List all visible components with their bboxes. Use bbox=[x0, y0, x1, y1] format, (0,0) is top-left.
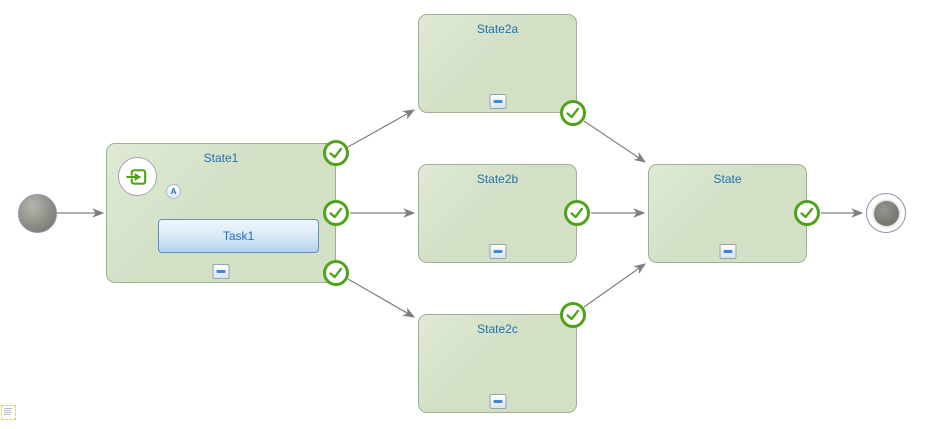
edge-state2c-to-state[interactable] bbox=[583, 263, 646, 308]
state1-collapse-button[interactable] bbox=[212, 264, 230, 279]
entry-arrow-icon bbox=[126, 169, 147, 185]
check-icon bbox=[800, 207, 814, 219]
annotation-note-icon[interactable] bbox=[1, 405, 16, 420]
edge-state1-to-state2a[interactable] bbox=[347, 109, 416, 148]
state2c-collapse-button[interactable] bbox=[489, 394, 506, 409]
check-state1-top[interactable] bbox=[323, 140, 349, 166]
note-line bbox=[4, 412, 12, 413]
check-icon bbox=[329, 267, 343, 279]
end-node-inner-circle bbox=[873, 200, 899, 226]
state2b-collapse-button[interactable] bbox=[489, 244, 506, 259]
end-node[interactable] bbox=[866, 193, 906, 233]
start-node[interactable] bbox=[18, 194, 57, 233]
task1-label: Task1 bbox=[222, 229, 255, 243]
edge-state2a-to-state[interactable] bbox=[583, 120, 646, 163]
state2a-collapse-button[interactable] bbox=[489, 94, 506, 109]
minus-icon bbox=[493, 400, 502, 403]
state-final-title: State bbox=[713, 172, 742, 186]
check-state2a[interactable] bbox=[560, 100, 586, 126]
entry-point-node[interactable] bbox=[118, 157, 157, 196]
state-node-state2c[interactable]: State2c bbox=[418, 314, 577, 413]
transition-a-badge[interactable]: A bbox=[166, 184, 181, 199]
transition-a-label: A bbox=[170, 187, 177, 196]
state2b-title: State2b bbox=[476, 172, 519, 186]
check-icon bbox=[566, 309, 580, 321]
task1-node[interactable]: Task1 bbox=[158, 219, 319, 253]
minus-icon bbox=[216, 270, 226, 273]
state-node-state2a[interactable]: State2a bbox=[418, 14, 577, 113]
note-line bbox=[4, 414, 10, 415]
state2a-title: State2a bbox=[476, 22, 519, 36]
minus-icon bbox=[493, 100, 502, 103]
check-state1-bottom[interactable] bbox=[323, 260, 349, 286]
edge-state2a-exit[interactable] bbox=[347, 278, 416, 318]
check-state2b[interactable] bbox=[564, 200, 590, 226]
state1-title: State1 bbox=[203, 151, 239, 165]
state-node-state2b[interactable]: State2b bbox=[418, 164, 577, 263]
note-line bbox=[4, 408, 12, 409]
check-icon bbox=[329, 207, 343, 219]
check-state-final[interactable] bbox=[794, 200, 820, 226]
check-icon bbox=[566, 107, 580, 119]
check-icon bbox=[570, 207, 584, 219]
state2c-title: State2c bbox=[477, 322, 518, 336]
minus-icon bbox=[493, 250, 502, 253]
note-line bbox=[4, 410, 11, 411]
state-final-collapse-button[interactable] bbox=[719, 244, 736, 259]
state-node-state1[interactable]: State1 A Task1 bbox=[106, 143, 336, 283]
check-state1-middle[interactable] bbox=[323, 200, 349, 226]
minus-icon bbox=[723, 250, 732, 253]
state-node-state-final[interactable]: State bbox=[648, 164, 807, 263]
check-icon bbox=[329, 147, 343, 159]
check-state2c[interactable] bbox=[560, 302, 586, 328]
